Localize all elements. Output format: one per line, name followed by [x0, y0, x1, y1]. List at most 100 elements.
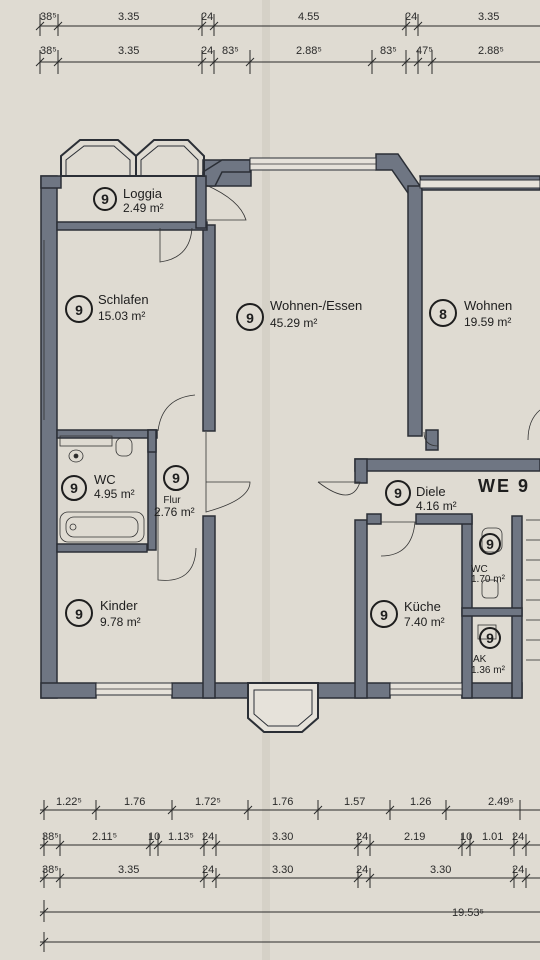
dim-bottom-3-6: 3.30	[430, 864, 451, 876]
room-wc: 9 WC 4.95 m²	[61, 472, 135, 501]
label-loggia: Loggia	[123, 186, 163, 201]
dim-top-1-6: 3.35	[478, 11, 499, 23]
label-wohnen: Wohnen	[464, 298, 512, 313]
dim-bottom-3-3: 24	[202, 864, 214, 876]
dim-bottom-2-1: 38⁵	[42, 831, 59, 843]
room-wohnen-essen: 9 Wohnen-/Essen 45.29 m²	[236, 298, 362, 331]
area-wohnen: 19.59 m²	[464, 315, 511, 329]
dim-top-2-6: 83⁵	[380, 45, 397, 57]
wall-schlafen-bottom	[56, 429, 158, 439]
dim-bottom-2-2: 2.11⁵	[92, 831, 117, 843]
room-wc-small: 9 WC 1.70 m²	[471, 533, 506, 585]
wall-bottom-1	[40, 682, 97, 699]
label-wc-small: WC	[471, 564, 488, 575]
area-kinder: 9.78 m²	[100, 615, 141, 629]
dim-bottom-3-4: 3.30	[272, 864, 293, 876]
room-kueche: 9 Küche 7.40 m²	[370, 599, 445, 629]
area-wc: 4.95 m²	[94, 487, 135, 501]
badge-ak: 9	[486, 630, 494, 646]
label-kinder: Kinder	[100, 598, 138, 613]
badge-wc-small: 9	[486, 536, 494, 552]
label-kueche: Küche	[404, 599, 441, 614]
dim-top-2-1: 38⁵	[40, 45, 57, 57]
dim-top-2-2: 3.35	[118, 45, 139, 57]
label-wohnen-essen: Wohnen-/Essen	[270, 298, 362, 313]
badge-wc: 9	[70, 480, 78, 496]
badge-schlafen: 9	[75, 302, 83, 318]
dim-top-2-8: 2.88⁵	[478, 45, 504, 57]
badge-kinder: 9	[75, 606, 83, 622]
dim-bottom-3-1: 38⁵	[42, 864, 59, 876]
area-loggia: 2.49 m²	[123, 201, 164, 215]
dim-bottom-2-10: 1.01	[482, 831, 503, 843]
dim-top-1-2: 3.35	[118, 11, 139, 23]
wall-interior-2	[202, 515, 216, 699]
dim-bottom-1-7: 2.49⁵	[488, 796, 514, 808]
paper-fold	[262, 0, 270, 960]
dim-bottom-3-7: 24	[512, 864, 524, 876]
dim-bottom-2-5: 24	[202, 831, 214, 843]
room-ak: 9 AK 1.36 m²	[471, 627, 506, 676]
dim-bottom-2-7: 24	[356, 831, 368, 843]
staircase	[526, 409, 540, 661]
wall-wc-bottom	[56, 543, 148, 553]
label-diele: Diele	[416, 484, 446, 499]
room-kinder: 9 Kinder 9.78 m²	[65, 598, 141, 629]
dim-bottom-2-8: 2.19	[404, 831, 425, 843]
dim-top-2-5: 2.88⁵	[296, 45, 322, 57]
dim-top-1-5: 24	[405, 11, 417, 23]
wall-bottom-3	[317, 682, 391, 699]
doors	[157, 184, 439, 581]
dim-bottom-1-2: 1.76	[124, 796, 145, 808]
dim-bottom-3-5: 24	[356, 864, 368, 876]
dim-bottom-2-4: 1.13⁵	[168, 831, 194, 843]
room-badge	[93, 187, 117, 211]
dim-bottom-3-2: 3.35	[118, 864, 139, 876]
dim-bottom-2-9: 10	[460, 831, 472, 843]
dim-top-2-3: 24	[201, 45, 213, 57]
wall-interior-3	[407, 185, 423, 437]
room-diele: 9 Diele 4.16 m² WE 9	[385, 476, 530, 513]
area-wc-small: 1.70 m²	[471, 574, 506, 585]
label-wc: WC	[94, 472, 116, 487]
dim-bottom-1-4: 1.76	[272, 796, 293, 808]
badge-flur: 9	[172, 470, 180, 486]
bottom-dimension-slashes	[39, 805, 531, 947]
dim-top-1-3: 24	[201, 11, 213, 23]
top-dimension-labels: 38⁵ 3.35 24 4.55 24 3.35 38⁵ 3.35 24 83⁵…	[40, 11, 504, 57]
badge-loggia: 9	[101, 191, 109, 207]
area-wohnen-essen: 45.29 m²	[270, 316, 317, 330]
dim-bottom-2-11: 24	[512, 831, 524, 843]
dim-top-2-4: 83⁵	[222, 45, 239, 57]
windows	[43, 157, 540, 733]
wall-left	[40, 175, 58, 699]
room-flur: 9 Flur 2.76 m²	[154, 465, 195, 519]
dim-bottom-2-3: 10	[148, 831, 160, 843]
badge-wohnen-essen: 9	[246, 310, 254, 326]
dim-bottom-2-6: 3.30	[272, 831, 293, 843]
area-schlafen: 15.03 m²	[98, 309, 145, 323]
unit-label: WE 9	[478, 476, 530, 496]
dim-top-2-7: 47⁵	[416, 45, 433, 57]
area-kueche: 7.40 m²	[404, 615, 445, 629]
dim-bottom-1-1: 1.22⁵	[56, 796, 82, 808]
sanitary-fixtures	[59, 435, 503, 640]
dim-bottom-1-3: 1.72⁵	[195, 796, 221, 808]
dim-bottom-1-5: 1.57	[344, 796, 365, 808]
wall-interior-1	[202, 224, 216, 432]
room-schlafen: 9 Schlafen 15.03 m²	[65, 292, 149, 323]
room-loggia: 9 Loggia 2.49 m²	[93, 186, 164, 215]
badge-kueche: 9	[380, 607, 388, 623]
bottom-dimension-labels: 1.22⁵ 1.76 1.72⁵ 1.76 1.57 1.26 2.49⁵ 38…	[42, 796, 524, 919]
dim-top-1-1: 38⁵	[40, 11, 57, 23]
dim-bottom-4-1: 19.53⁵	[452, 907, 484, 919]
wall-kitchen-left	[354, 519, 368, 699]
badge-diele: 9	[394, 485, 402, 501]
dim-bottom-1-6: 1.26	[410, 796, 431, 808]
loggia-bays	[60, 139, 205, 177]
wall-loggia-bottom	[56, 221, 208, 231]
area-diele: 4.16 m²	[416, 499, 457, 513]
top-dimension-lines	[35, 14, 540, 74]
area-flur: 2.76 m²	[154, 505, 195, 519]
